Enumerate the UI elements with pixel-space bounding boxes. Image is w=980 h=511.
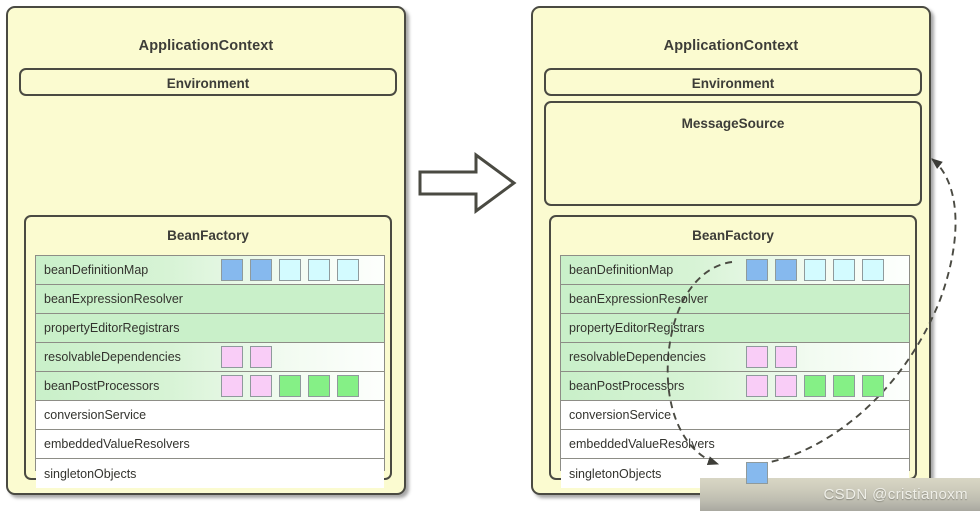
bean-factory-row-label: conversionService — [569, 408, 672, 422]
bean-factory-row-cells — [221, 346, 272, 368]
bean-cell-cyan — [862, 259, 884, 281]
bean-factory-row: beanPostProcessors — [36, 372, 384, 401]
bean-factory-row-label: resolvableDependencies — [569, 350, 706, 364]
bean-cell-cyan — [833, 259, 855, 281]
bean-factory-row-label: embeddedValueResolvers — [569, 437, 715, 451]
bean-cell-green — [279, 375, 301, 397]
environment-box-right: Environment — [544, 68, 922, 96]
bean-factory-row-label: propertyEditorRegistrars — [569, 321, 705, 335]
application-context-title-left: ApplicationContext — [138, 38, 274, 54]
bean-factory-row: beanDefinitionMap — [561, 256, 909, 285]
bean-factory-row: resolvableDependencies — [561, 343, 909, 372]
bean-cell-blue — [746, 259, 768, 281]
bean-cell-pink — [775, 346, 797, 368]
bean-cell-pink — [746, 375, 768, 397]
transition-arrow-icon — [418, 150, 518, 216]
application-context-title-right: ApplicationContext — [663, 38, 799, 54]
bean-cell-cyan — [804, 259, 826, 281]
bean-cell-cyan — [279, 259, 301, 281]
bean-factory-row-cells — [746, 346, 797, 368]
bean-factory-row-label: propertyEditorRegistrars — [44, 321, 180, 335]
bean-cell-green — [308, 375, 330, 397]
bean-cell-pink — [221, 346, 243, 368]
bean-factory-row: beanDefinitionMap — [36, 256, 384, 285]
message-source-box: MessageSource — [544, 101, 922, 206]
bean-cell-blue — [221, 259, 243, 281]
bean-factory-row: conversionService — [561, 401, 909, 430]
bean-factory-row: propertyEditorRegistrars — [561, 314, 909, 343]
bean-factory-box-right: BeanFactory beanDefinitionMap beanExpress… — [549, 215, 917, 488]
bean-cell-pink — [221, 375, 243, 397]
bean-cell-blue — [775, 259, 797, 281]
bean-factory-row: resolvableDependencies — [36, 343, 384, 372]
bean-factory-row: propertyEditorRegistrars — [36, 314, 384, 343]
bean-factory-row-label: resolvableDependencies — [44, 350, 181, 364]
bean-factory-title-right: BeanFactory — [692, 228, 774, 243]
message-source-title: MessageSource — [681, 116, 785, 131]
environment-box-left: Environment — [19, 68, 397, 96]
watermark-text: CSDN @cristianoxm — [823, 486, 968, 503]
bean-factory-row-cells — [746, 462, 768, 484]
bean-factory-row-label: beanExpressionResolver — [569, 292, 708, 306]
bean-factory-row: embeddedValueResolvers — [36, 430, 384, 459]
bean-cell-green — [862, 375, 884, 397]
bean-factory-row-cells — [221, 375, 359, 397]
bean-factory-row: singletonObjects — [36, 459, 384, 488]
bean-cell-pink — [250, 375, 272, 397]
bean-factory-row-label: beanDefinitionMap — [44, 263, 149, 277]
bean-factory-table-left: beanDefinitionMap beanExpressionResolver p… — [35, 255, 385, 488]
watermark-banner: CSDN @cristianoxm — [700, 478, 980, 511]
bean-factory-row-label: beanDefinitionMap — [569, 263, 674, 277]
bean-factory-table-right: beanDefinitionMap beanExpressionResolver p… — [560, 255, 910, 488]
bean-cell-blue — [746, 462, 768, 484]
bean-cell-green — [833, 375, 855, 397]
bean-factory-row-label: beanPostProcessors — [44, 379, 160, 393]
bean-cell-blue — [250, 259, 272, 281]
bean-factory-row: beanExpressionResolver — [561, 285, 909, 314]
bean-factory-row-label: singletonObjects — [44, 466, 137, 481]
bean-factory-row: beanPostProcessors — [561, 372, 909, 401]
bean-factory-row: conversionService — [36, 401, 384, 430]
bean-cell-cyan — [337, 259, 359, 281]
application-context-panel-left: ApplicationContext Environment BeanFacto… — [6, 6, 406, 495]
bean-cell-cyan — [308, 259, 330, 281]
bean-cell-pink — [746, 346, 768, 368]
bean-cell-pink — [250, 346, 272, 368]
bean-cell-green — [804, 375, 826, 397]
bean-factory-row-cells — [746, 259, 884, 281]
bean-factory-row-label: embeddedValueResolvers — [44, 437, 190, 451]
application-context-panel-right: ApplicationContext Environment MessageSo… — [531, 6, 931, 495]
bean-factory-box-left: BeanFactory beanDefinitionMap beanExpress… — [24, 215, 392, 488]
bean-factory-row-label: beanPostProcessors — [569, 379, 685, 393]
bean-factory-row-cells — [746, 375, 884, 397]
bean-factory-row: beanExpressionResolver — [36, 285, 384, 314]
bean-factory-title-left: BeanFactory — [167, 228, 249, 243]
environment-title-left: Environment — [166, 76, 250, 91]
bean-factory-row-label: conversionService — [44, 408, 147, 422]
bean-factory-row-label: singletonObjects — [569, 466, 662, 481]
environment-title-right: Environment — [691, 76, 775, 91]
bean-factory-row: embeddedValueResolvers — [561, 430, 909, 459]
bean-cell-pink — [775, 375, 797, 397]
bean-factory-row-label: beanExpressionResolver — [44, 292, 183, 306]
bean-factory-row-cells — [221, 259, 359, 281]
bean-cell-green — [337, 375, 359, 397]
